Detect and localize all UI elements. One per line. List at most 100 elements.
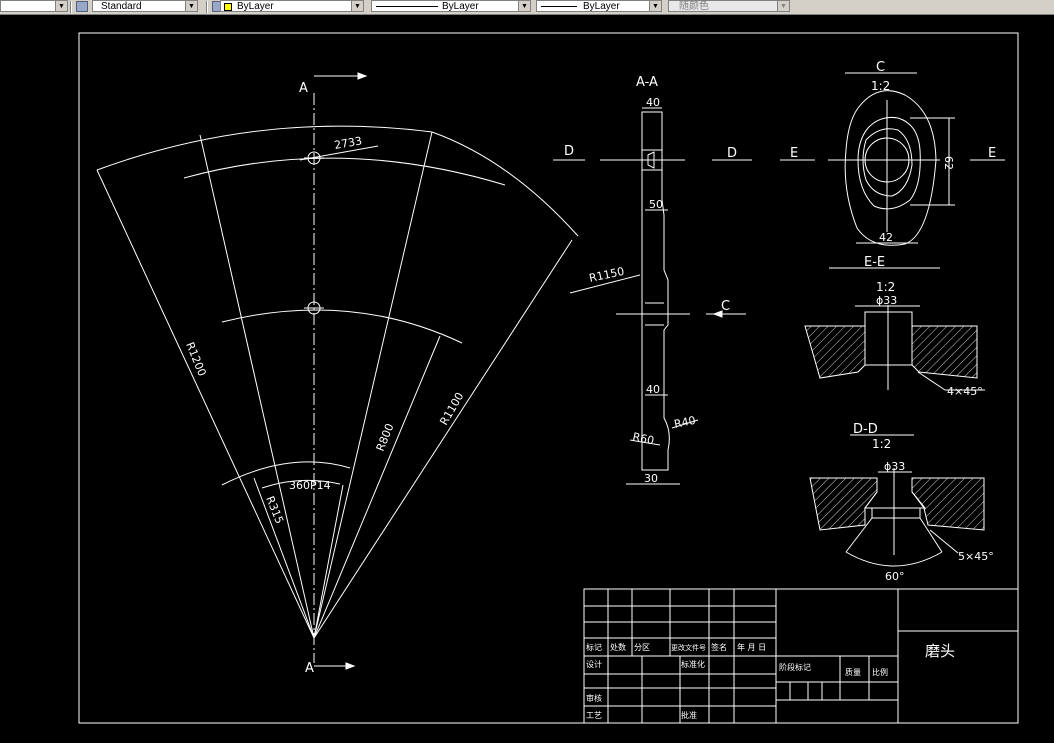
- lineweight-combo[interactable]: ByLayer ▼: [536, 0, 662, 12]
- chevron-down-icon[interactable]: ▼: [777, 1, 789, 11]
- dim-label: ϕ33: [876, 294, 897, 307]
- section-marker-d: D: [564, 144, 574, 159]
- section-scale: 1:2: [872, 437, 891, 451]
- title-block-cell: 更改文件号: [671, 643, 706, 652]
- color-swatch: [224, 3, 232, 11]
- sector-labels: A A 2733 R1200 R800 R1100 R315 360P14: [183, 81, 466, 676]
- title-block-labels: 标记 处数 分区 更改文件号 签名 年 月 日 设计 标准化 阶段标记 质量 比…: [586, 642, 955, 720]
- dim-line: [917, 371, 946, 391]
- section-title: E-E: [864, 255, 885, 270]
- radial-line: [96, 169, 315, 639]
- radial-line: [253, 477, 315, 639]
- text-style-icon[interactable]: [76, 1, 88, 12]
- section-aa-view: [553, 107, 752, 485]
- dim-label: 40: [646, 96, 660, 109]
- title-block-cell: 批准: [681, 710, 697, 720]
- title-block-cell: 标记: [586, 642, 602, 652]
- text-style-value: Standard: [101, 1, 142, 12]
- section-marker-d: D: [727, 146, 737, 161]
- dim-label: 62: [942, 156, 955, 170]
- title-block-cell: 质量: [845, 667, 861, 677]
- inner-arc: [221, 461, 351, 486]
- dim-label: 5×45°: [958, 550, 994, 563]
- angle-dim-arc: [845, 551, 943, 567]
- dim-line: [299, 145, 379, 161]
- hole-arc: [183, 157, 506, 186]
- section-marker-e: E: [988, 146, 996, 161]
- dim-label: R60: [631, 430, 655, 447]
- view-c-labels: C 1:2 E E 62 42: [790, 60, 996, 244]
- title-block-cell: 工艺: [586, 711, 602, 720]
- hatched-region: [804, 325, 866, 379]
- plotstyle-combo[interactable]: 随颜色 ▼: [668, 0, 790, 12]
- title-block: [583, 588, 1019, 724]
- prev-combo[interactable]: ▼: [0, 0, 68, 12]
- arrow-icon: [345, 662, 356, 670]
- sector-view: [96, 72, 579, 670]
- drawing-canvas[interactable]: A A 2733 R1200 R800 R1100 R315 360P14 A-…: [0, 15, 1054, 737]
- section-ee-labels: E-E 1:2 ϕ33 4×45°: [864, 255, 983, 398]
- chevron-down-icon[interactable]: ▼: [351, 1, 363, 11]
- section-marker-a: A: [305, 661, 314, 676]
- section-title: C: [876, 60, 885, 75]
- dim-line: [929, 529, 959, 554]
- dim-label: R40: [673, 414, 697, 431]
- hole-profile: [871, 507, 921, 519]
- hole-profile: [647, 151, 655, 169]
- title-block-cell: 年 月 日: [737, 642, 766, 652]
- dim-label: 360P14: [289, 479, 331, 492]
- title-block-cell: 分区: [634, 643, 650, 652]
- toolbar-separator: [206, 1, 208, 13]
- mid-arc: [221, 309, 463, 344]
- dim-label: 30: [644, 472, 658, 485]
- chevron-down-icon[interactable]: ▼: [518, 1, 530, 11]
- c-outer-contour: [844, 90, 937, 246]
- linetype-combo[interactable]: ByLayer ▼: [371, 0, 531, 12]
- plotstyle-value: 随颜色: [679, 1, 709, 12]
- dim-label: ϕ33: [884, 460, 905, 473]
- dim-line: [671, 419, 699, 429]
- title-block-cell: 处数: [610, 642, 626, 652]
- dim-label: 2733: [333, 134, 363, 152]
- section-dd-labels: D-D 1:2 ϕ33 5×45° 60°: [853, 422, 994, 583]
- text-style-combo[interactable]: Standard ▼: [92, 0, 198, 12]
- dim-label: 50: [649, 198, 663, 211]
- layer-combo[interactable]: ByLayer ▼: [220, 0, 364, 12]
- chevron-down-icon[interactable]: ▼: [649, 1, 661, 11]
- section-title: A-A: [636, 75, 658, 90]
- section-marker-e: E: [790, 146, 798, 161]
- chevron-down-icon[interactable]: ▼: [185, 1, 197, 11]
- linetype-value: ByLayer: [442, 1, 479, 12]
- dim-label: R1150: [588, 265, 626, 285]
- dim-line: [629, 439, 661, 446]
- view-c: [780, 72, 1005, 269]
- title-block-cell: 签名: [711, 642, 727, 652]
- radial-line: [313, 239, 573, 639]
- title-block-cell: 比例: [872, 667, 888, 677]
- section-title: D-D: [853, 422, 878, 437]
- radial-line: [313, 131, 433, 639]
- command-line[interactable]: [0, 737, 1054, 743]
- layer-value: ByLayer: [237, 1, 274, 12]
- lineweight-preview: [541, 6, 577, 7]
- profile-outline: [641, 111, 670, 471]
- dim-label: 40: [646, 383, 660, 396]
- hatched-region: [911, 325, 978, 379]
- dim-arc: [261, 479, 341, 489]
- title-block-cell: 标准化: [681, 659, 705, 669]
- section-scale: 1:2: [876, 280, 895, 294]
- arrow-icon: [712, 310, 723, 318]
- dim-label: 42: [879, 231, 893, 244]
- properties-toolbar: ▼ Standard ▼ ByLayer ▼ ByLayer ▼ ByLayer…: [0, 0, 1054, 15]
- chevron-down-icon[interactable]: ▼: [55, 1, 67, 11]
- section-ee-view: [804, 305, 985, 391]
- part-name: 磨头: [925, 642, 955, 660]
- dim-line: [845, 517, 873, 553]
- radial-line: [313, 335, 441, 639]
- title-block-cell: 审核: [586, 693, 602, 703]
- toolbar-separator: [70, 1, 72, 13]
- section-aa-labels: A-A D D C 40 50 R1150 40 R40 R60 30: [564, 75, 737, 485]
- linetype-preview: [376, 6, 438, 7]
- arrow-icon: [357, 72, 368, 80]
- dim-line: [569, 274, 641, 294]
